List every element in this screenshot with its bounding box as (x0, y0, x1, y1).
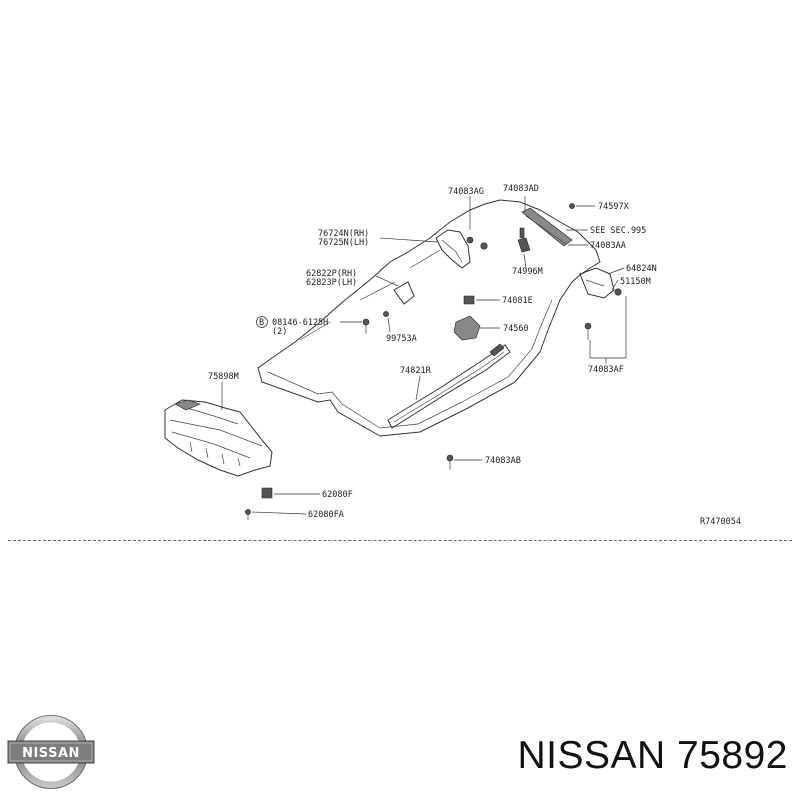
upper-bracket-rh-lh (435, 229, 488, 269)
nissan-logo: NISSAN (7, 715, 95, 789)
callout-74560: 74560 (503, 324, 529, 334)
callout-74083AA: 74083AA (590, 241, 626, 251)
floor-outline (257, 199, 601, 437)
bolt-74083AF (584, 322, 592, 340)
callout-76725N: 76725N(LH) (318, 238, 369, 248)
rear-bracket-64824N (579, 267, 622, 299)
callout-74821R: 74821R (400, 366, 432, 376)
floor-rib (299, 249, 441, 341)
callout-74083AG: 74083AG (448, 187, 484, 197)
callout-74083AF: 74083AF (588, 365, 624, 375)
callout-64824N: 64824N (626, 264, 657, 274)
reference-code: R7470054 (700, 517, 741, 527)
callout-74996M: 74996M (512, 267, 543, 277)
callout-76724N: 76724N(RH) (318, 229, 369, 239)
pad-74560 (453, 295, 481, 341)
floor-inner-edge (267, 299, 553, 429)
callout-62823P: 62823P(LH) (306, 278, 357, 288)
callout-08146-6125H: 08146-6125H (272, 318, 328, 328)
b-marker: B (256, 316, 268, 328)
divider-line (8, 540, 792, 541)
front-under-cover (164, 399, 273, 477)
seal-strip-74083AD (521, 207, 573, 247)
callout-qty-2: (2) (272, 327, 287, 337)
callout-62080F: 62080F (322, 490, 353, 500)
callout-74083AD: 74083AD (503, 184, 539, 194)
callout-74597X: 74597X (598, 202, 630, 212)
callout-99753A: 99753A (386, 334, 417, 344)
brand-footer: NISSAN NISSAN 75892 (0, 690, 800, 800)
side-rail-strip (387, 343, 511, 429)
callout-62080FA: 62080FA (308, 510, 344, 520)
bolt-74597X (569, 203, 575, 209)
parts-diagram: 74083AG 74083AD 74597X SEE SEC.995 74083… (164, 184, 741, 527)
callout-62822P: 62822P(RH) (306, 269, 357, 279)
callout-see-sec: SEE SEC.995 (590, 226, 646, 236)
clip-74996M (517, 227, 531, 253)
callout-75898M: 75898M (208, 372, 239, 382)
clip-62080F (261, 487, 273, 499)
callout-74081E: 74081E (502, 296, 533, 306)
bracket-62822P (383, 281, 415, 317)
callout-74083AB: 74083AB (485, 456, 521, 466)
logo-wordmark: NISSAN (22, 746, 80, 761)
bolt-74083AB (446, 454, 454, 470)
callout-51150M: 51150M (620, 277, 651, 287)
brand-part-title: NISSAN 75892 (517, 734, 788, 777)
b-marker-letter: B (259, 318, 264, 328)
clip-62080FA (245, 509, 251, 520)
leader-lines (221, 196, 627, 515)
bolt-08146 (362, 318, 370, 334)
